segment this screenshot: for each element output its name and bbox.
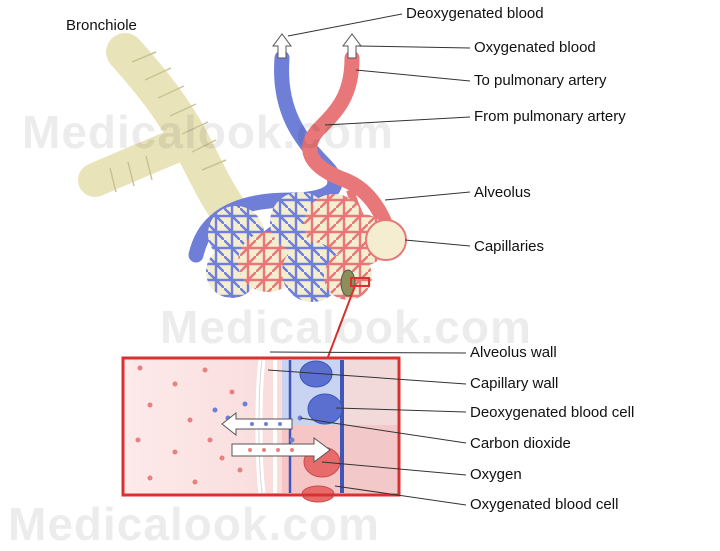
label-deoxygenated-blood: Deoxygenated blood: [406, 5, 544, 22]
label-carbon-dioxide: Carbon dioxide: [470, 435, 571, 452]
bronchiole-tube: [78, 33, 249, 231]
zoom-connector-line: [327, 285, 356, 358]
label-from-pulmonary-artery: From pulmonary artery: [474, 108, 626, 125]
label-alveolus: Alveolus: [474, 184, 531, 201]
watermark-top: Medicalook.com: [22, 106, 394, 158]
watermark-bottom: Medicalook.com: [8, 498, 380, 550]
label-to-pulmonary-artery: To pulmonary artery: [474, 72, 607, 89]
gas-exchange-detail: [121, 356, 401, 503]
label-alveolus-wall: Alveolus wall: [470, 344, 557, 361]
label-deoxygenated-blood-cell: Deoxygenated blood cell: [470, 404, 635, 421]
leader-lines: [267, 13, 471, 506]
label-oxygenated-blood: Oxygenated blood: [474, 39, 596, 56]
zoom-region-marker: [350, 277, 370, 287]
blood-flow-arrows: [272, 33, 362, 59]
label-oxygen: Oxygen: [470, 466, 522, 483]
watermark-middle: Medicalook.com: [160, 301, 532, 353]
label-bronchiole: Bronchiole: [66, 17, 137, 34]
label-capillary-wall: Capillary wall: [470, 375, 559, 392]
label-oxygenated-blood-cell: Oxygenated blood cell: [470, 496, 619, 513]
label-capillaries: Capillaries: [474, 238, 545, 255]
alveoli-cluster: [206, 192, 407, 302]
